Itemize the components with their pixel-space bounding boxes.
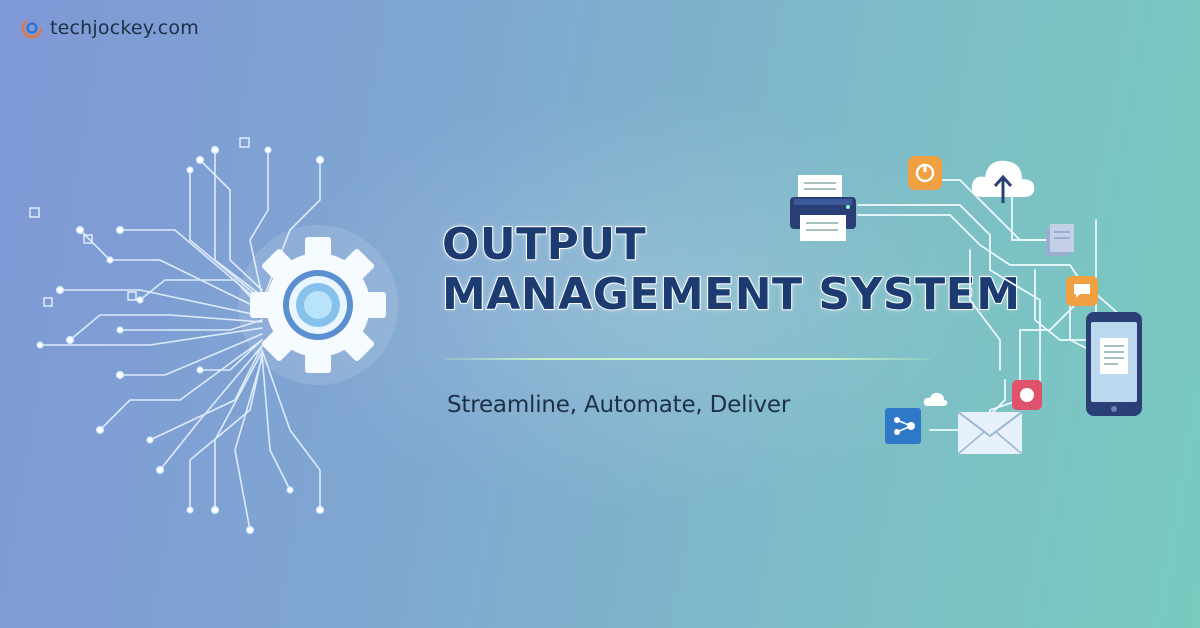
record-icon [1012, 380, 1042, 410]
brand-name: techjockey.com [50, 17, 199, 39]
output-devices-illustration [790, 156, 1142, 455]
small-cloud-icon [923, 392, 948, 406]
circuit-tree-illustration [29, 137, 398, 535]
tagline: Streamline, Automate, Deliver [447, 392, 791, 418]
cloud-upload-icon [971, 160, 1035, 203]
headline: OUTPUT MANAGEMENT SYSTEM [441, 219, 1021, 321]
network-icon [885, 408, 921, 444]
chat-icon [1066, 276, 1098, 306]
headline-line-1: OUTPUT [441, 219, 647, 271]
server-icon [1046, 224, 1074, 256]
smartphone-icon [1086, 312, 1142, 416]
headline-line-2: MANAGEMENT SYSTEM [441, 269, 1021, 321]
gear-icon [238, 225, 398, 385]
techjockey-logo-icon [21, 17, 43, 39]
divider [445, 358, 930, 360]
brand[interactable]: techjockey.com [20, 16, 199, 40]
printer-icon [790, 175, 856, 241]
notification-badge-icon [908, 156, 942, 190]
mail-icon [957, 411, 1023, 455]
